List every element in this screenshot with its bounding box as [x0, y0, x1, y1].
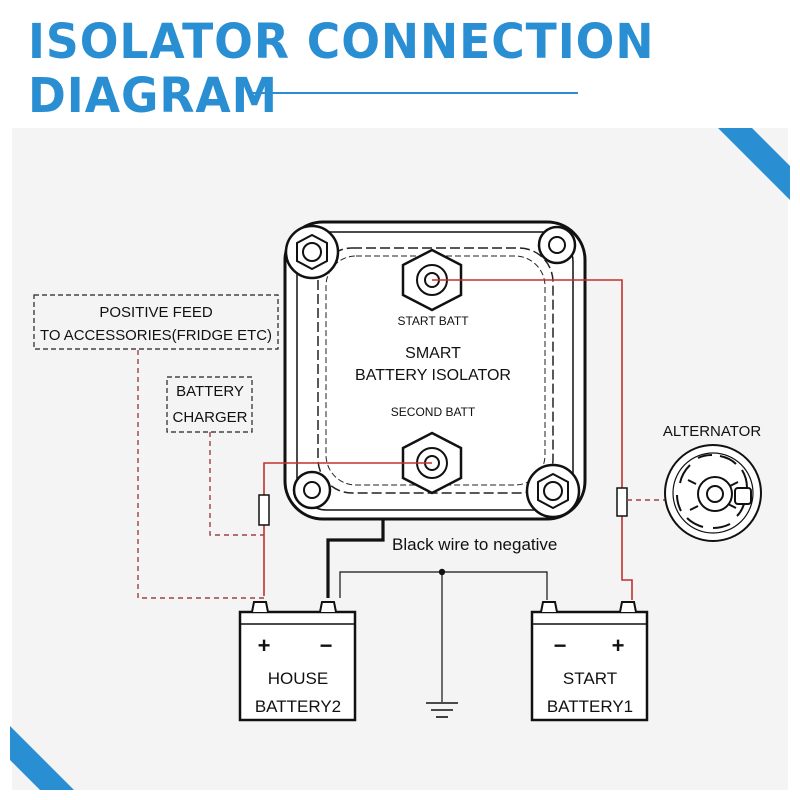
wire-second-batt — [263, 462, 432, 495]
start-battery-line2: BATTERY1 — [547, 697, 633, 716]
start-battery: − + START BATTERY1 — [530, 601, 649, 722]
isolator-name-line2: BATTERY ISOLATOR — [355, 367, 511, 384]
house-battery: + − HOUSE BATTERY2 — [238, 601, 357, 722]
wire-start-batt — [432, 279, 623, 488]
house-minus-sign: − — [320, 633, 333, 658]
wire-black-negative — [326, 519, 385, 598]
mount-hole-bottom-left — [292, 470, 332, 510]
page-title-line2: DIAGRAM — [28, 68, 278, 124]
corner-stripe-top — [718, 128, 790, 200]
alternator-label: ALTERNATOR — [663, 423, 762, 440]
alternator-icon — [664, 444, 762, 542]
corner-stripe-bottom — [10, 726, 74, 790]
start-plus-sign: + — [612, 633, 625, 658]
ground-icon — [426, 702, 458, 718]
start-negative-post — [540, 601, 558, 613]
battery-charger-box — [166, 376, 253, 433]
start-batt-label: START BATT — [397, 314, 469, 328]
title-underline — [248, 92, 578, 94]
start-positive-post — [619, 601, 637, 613]
wire-battery-charger — [209, 432, 264, 536]
fuse-start — [616, 487, 628, 517]
positive-feed-line1: POSITIVE FEED — [99, 304, 213, 321]
fuse-house — [258, 494, 270, 526]
positive-feed-box — [33, 294, 279, 350]
mount-hole-top-right — [537, 225, 577, 265]
house-plus-sign: + — [258, 633, 271, 658]
charger-line2: CHARGER — [172, 409, 247, 426]
second-batt-label: SECOND BATT — [391, 405, 476, 419]
wire-start-battery-positive — [621, 516, 633, 600]
smart-battery-isolator: START BATT SMART BATTERY ISOLATOR SECOND… — [283, 220, 587, 521]
house-battery-line1: HOUSE — [268, 669, 328, 688]
house-positive-post — [251, 601, 269, 613]
wire-positive-feed — [137, 350, 264, 599]
black-wire-label: Black wire to negative — [392, 535, 557, 554]
house-negative-post — [319, 601, 337, 613]
start-minus-sign: − — [554, 633, 567, 658]
mount-hole-top-left — [284, 224, 340, 280]
start-battery-line1: START — [563, 669, 617, 688]
positive-feed-line2: TO ACCESSORIES(FRIDGE ETC) — [40, 327, 272, 344]
house-battery-line2: BATTERY2 — [255, 697, 341, 716]
mount-hole-bottom-right — [525, 463, 581, 519]
isolator-name-line1: SMART — [405, 345, 461, 362]
charger-line1: BATTERY — [176, 383, 244, 400]
page-title-line1: ISOLATOR CONNECTION — [28, 14, 655, 70]
